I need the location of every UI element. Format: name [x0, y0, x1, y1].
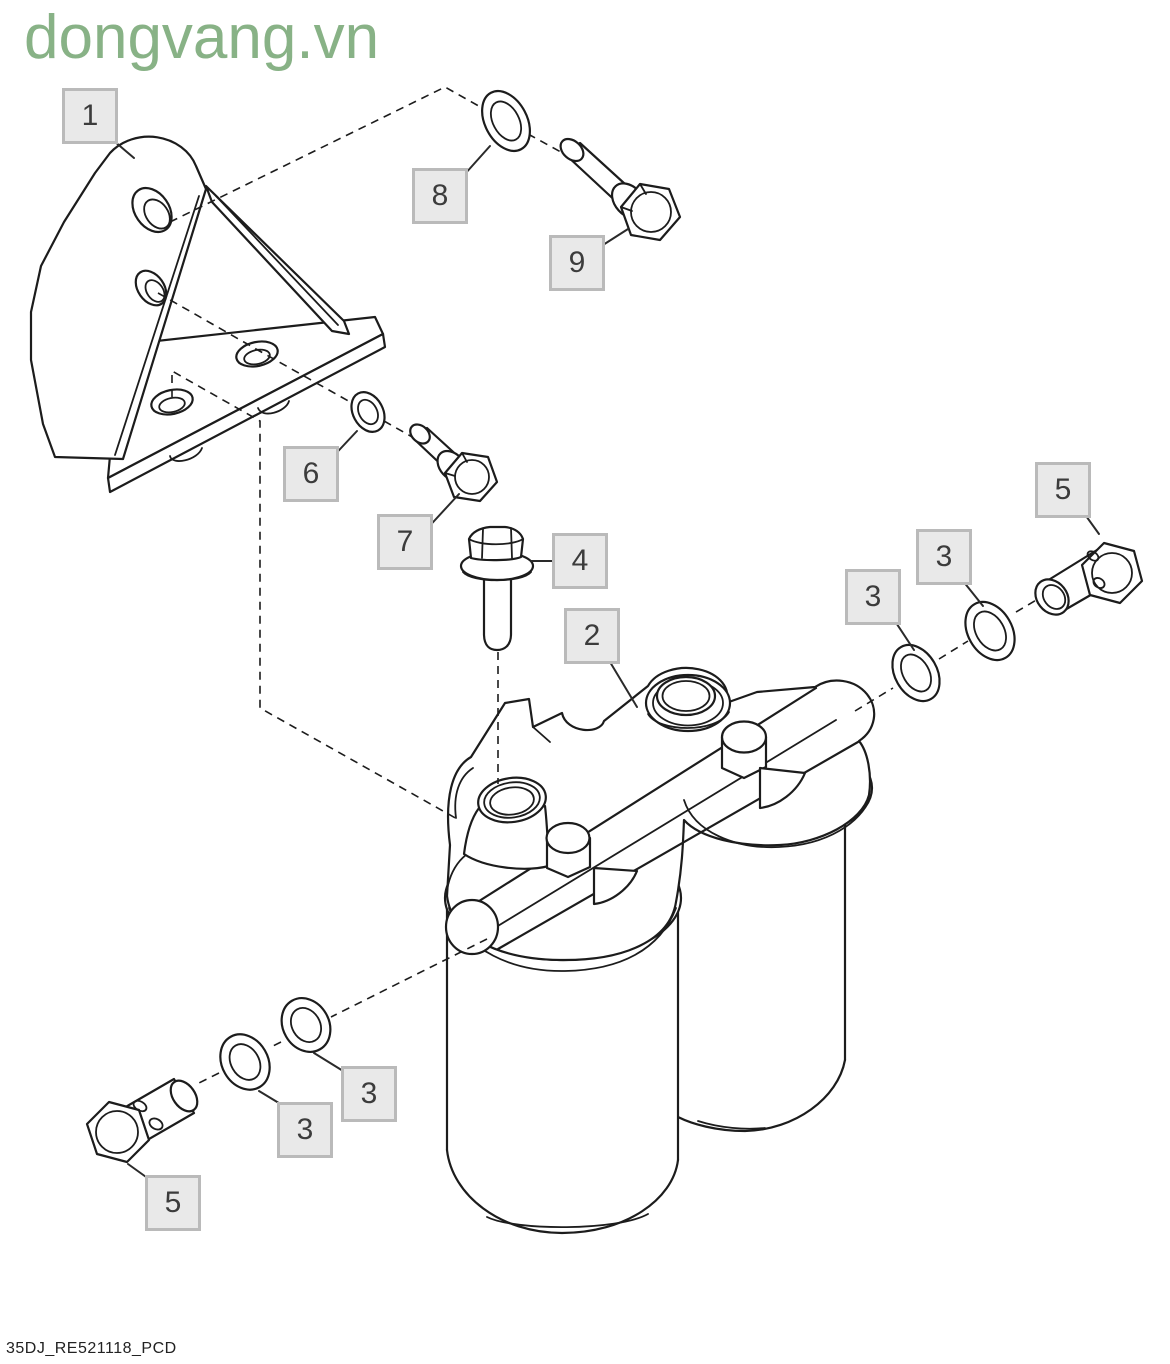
watermark: dongvang.vn: [24, 3, 380, 72]
part-5-banjo-bolt-left: [85, 1077, 199, 1164]
callout-9[interactable]: 9: [549, 235, 605, 291]
part-4-flange-bolt: [459, 525, 535, 652]
callout-3-bottom-right[interactable]: 3: [341, 1066, 397, 1122]
callout-number: 1: [81, 99, 99, 132]
callout-number: 6: [302, 457, 320, 490]
callout-7[interactable]: 7: [377, 514, 433, 570]
part-5-banjo-bolt-right: [1034, 541, 1144, 616]
doc-code: 35DJ_RE521118_PCD: [6, 1340, 177, 1357]
part-8-washer: [481, 89, 531, 153]
part-7-bolt: [409, 423, 499, 503]
callout-number: 9: [568, 246, 586, 279]
part-1-mounting-bracket: [29, 135, 387, 494]
callout-2[interactable]: 2: [564, 608, 620, 664]
part-3-washer-right-upper: [964, 600, 1016, 662]
callout-number: 5: [1054, 473, 1072, 506]
part-3-washer-right-lower: [891, 643, 941, 703]
alignment-lines: [157, 86, 1039, 1085]
callout-3-right-upper[interactable]: 3: [916, 529, 972, 585]
callout-number: 3: [360, 1077, 378, 1110]
callout-4[interactable]: 4: [552, 533, 608, 589]
callout-3-right-lower[interactable]: 3: [845, 569, 901, 625]
callout-number: 2: [583, 619, 601, 652]
callout-1[interactable]: 1: [62, 88, 118, 144]
callout-5-right[interactable]: 5: [1035, 462, 1091, 518]
part-9-bolt: [559, 137, 682, 242]
callout-number: 3: [864, 580, 882, 613]
part-3-washer-bottom-right: [280, 997, 332, 1053]
callout-3-bottom-middle[interactable]: 3: [277, 1102, 333, 1158]
callout-number: 3: [935, 540, 953, 573]
callout-number: 5: [164, 1186, 182, 1219]
callout-6[interactable]: 6: [283, 446, 339, 502]
callout-number: 8: [431, 179, 449, 212]
callout-number: 4: [571, 544, 589, 577]
part-6-washer: [350, 391, 386, 433]
callout-8[interactable]: 8: [412, 168, 468, 224]
part-3-washer-bottom-middle: [219, 1033, 271, 1091]
part-2-filter-assembly: [443, 666, 876, 1235]
callout-number: 7: [396, 525, 414, 558]
callout-number: 3: [296, 1113, 314, 1146]
callout-5-bottom-left[interactable]: 5: [145, 1175, 201, 1231]
